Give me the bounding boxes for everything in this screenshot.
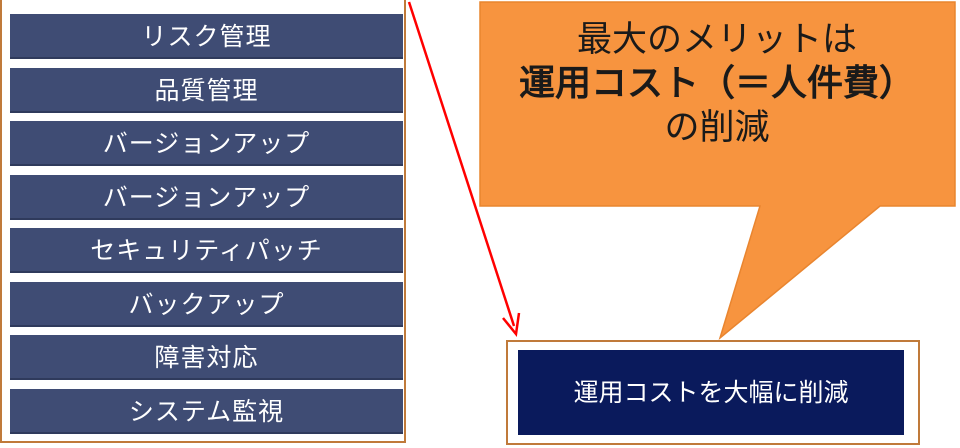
task-item-version-up-1: バージョンアップ [10, 121, 403, 166]
task-item-incident-response: 障害対応 [10, 335, 403, 380]
task-item-security-patch: セキュリティパッチ [10, 228, 403, 273]
task-item-system-monitoring: システム監視 [10, 388, 403, 434]
arrow-head-icon [502, 312, 521, 338]
callout-text: 最大のメリットは 運用コスト（＝人件費） の削減 [478, 18, 956, 150]
task-list-frame [0, 0, 406, 443]
task-item-version-up-2: バージョンアップ [10, 174, 403, 220]
task-item-risk-management: リスク管理 [10, 14, 403, 59]
task-item-backup: バックアップ [10, 281, 403, 327]
result-frame: 運用コストを大幅に削減 [506, 340, 920, 445]
callout-line-2: 運用コスト（＝人件費） [518, 63, 915, 104]
task-item-quality-management: 品質管理 [10, 67, 403, 113]
callout-line-1: 最大のメリットは [576, 20, 857, 60]
result-box: 運用コストを大幅に削減 [518, 350, 904, 435]
task-list: リスク管理 品質管理 バージョンアップ バージョンアップ セキュリティパッチ バ… [10, 14, 403, 442]
callout-line-3: の削減 [664, 108, 770, 148]
